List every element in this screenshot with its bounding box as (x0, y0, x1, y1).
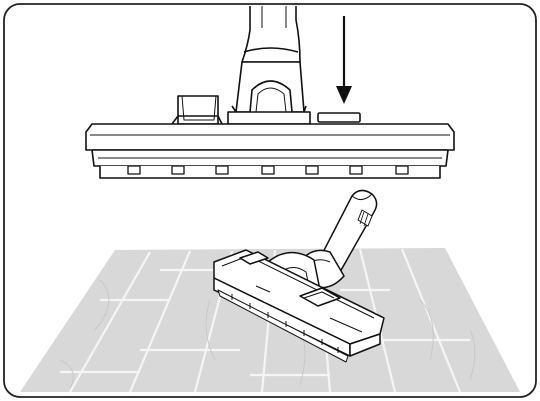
nozzle-switch (317, 112, 361, 123)
down-arrow-icon (336, 16, 352, 104)
suction-tube (241, 6, 301, 63)
floor-nozzle-on-wooden-floor (213, 189, 385, 363)
nozzle-body (85, 123, 455, 151)
floor-nozzle-front-view (85, 6, 455, 179)
